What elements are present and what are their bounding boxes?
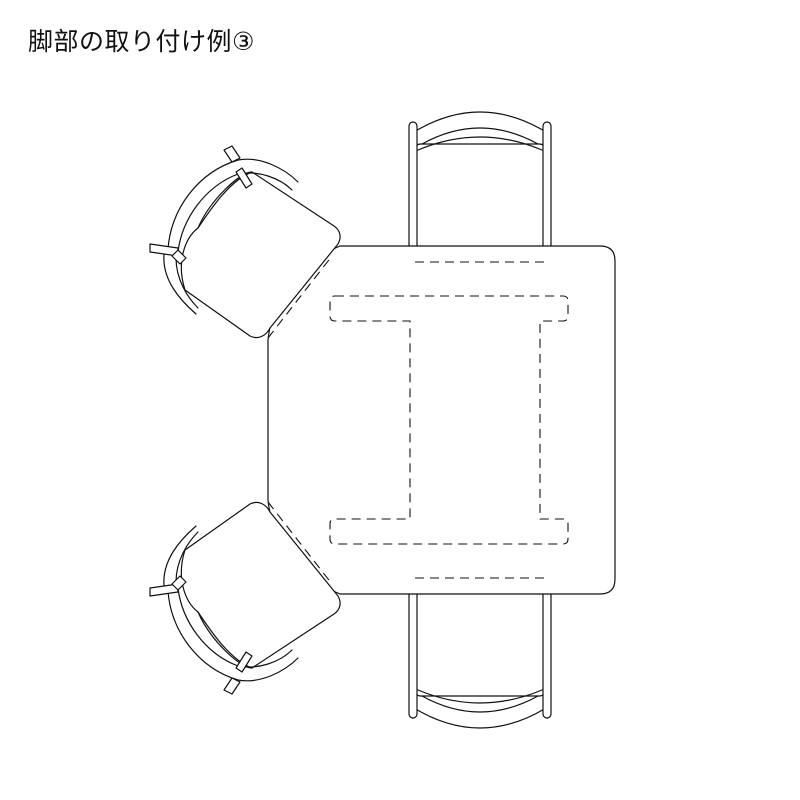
armchair-upper-left [149,145,341,339]
diagram-title: 脚部の取り付け例③ [28,27,255,56]
table-top [267,245,616,595]
chair-top [408,111,552,261]
armchair-lower-left [149,501,341,695]
chair-bottom [408,579,552,729]
hidden-chair-edges [267,255,545,585]
leg-base-frame [329,295,569,545]
